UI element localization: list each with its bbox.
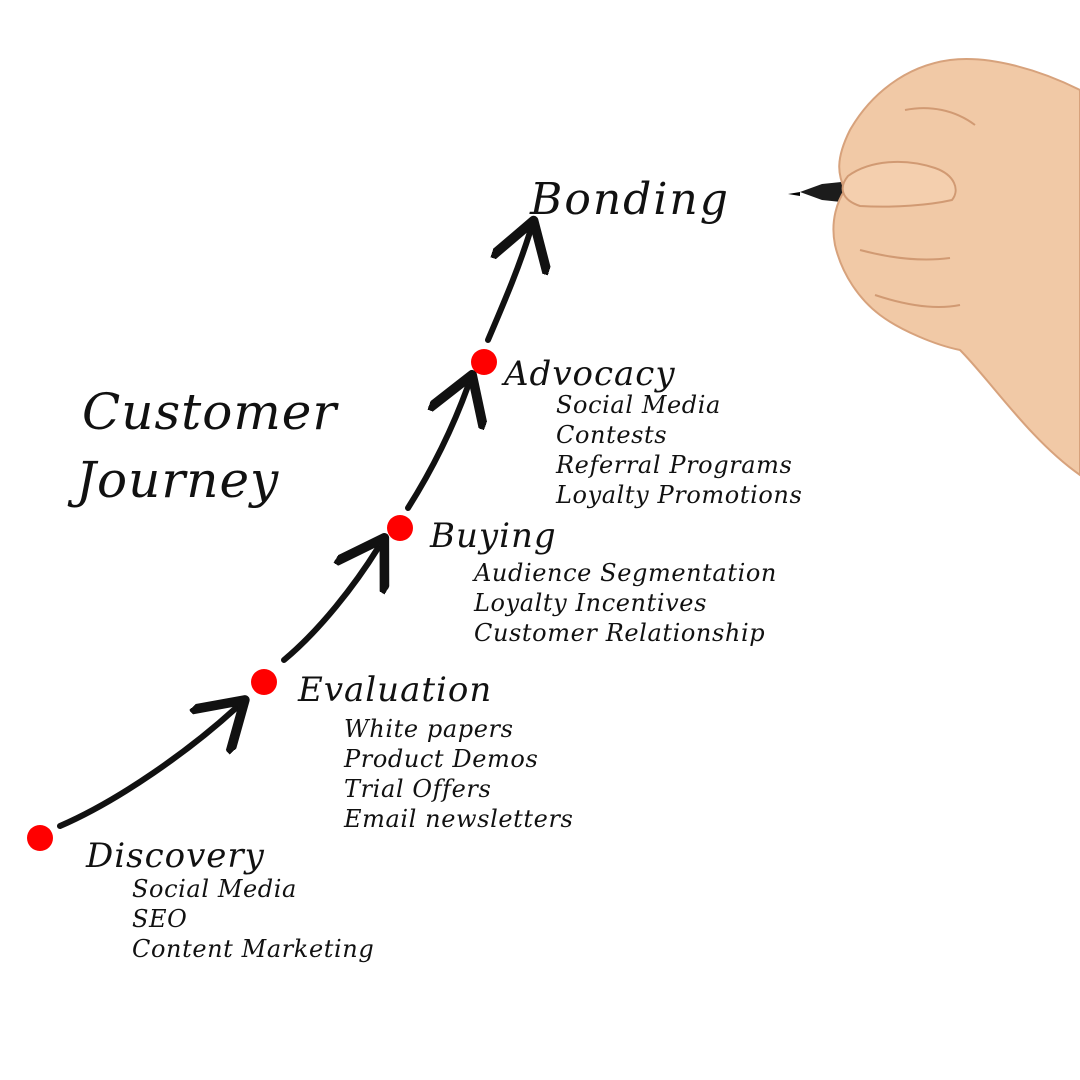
stage-item: Referral Programs <box>556 451 793 479</box>
stage-name-evaluation: Evaluation <box>298 670 493 710</box>
stage-name-buying: Buying <box>430 516 557 556</box>
stage-name-advocacy: Advocacy <box>504 354 676 394</box>
stage-item: Social Media <box>132 875 297 903</box>
stage-item: SEO <box>132 905 188 933</box>
stage-items-discovery: Social Media SEO Content Marketing <box>132 874 374 964</box>
arrow-evaluation-to-buying <box>281 548 378 663</box>
title-line-2: Journey <box>76 451 280 509</box>
stage-marker-buying <box>387 515 413 541</box>
goal-label: Bonding <box>530 174 730 225</box>
stage-items-advocacy: Social Media Contests Referral Programs … <box>556 390 802 510</box>
stage-item: Contests <box>556 421 668 449</box>
stage-marker-advocacy <box>471 349 497 375</box>
arrow-advocacy-to-bonding <box>485 232 530 343</box>
stage-items-buying: Audience Segmentation Loyalty Incentives… <box>474 558 777 648</box>
stage-item: Email newsletters <box>344 805 574 833</box>
stage-item: Social Media <box>556 391 721 419</box>
stage-item: Trial Offers <box>344 775 492 803</box>
stage-marker-discovery <box>27 825 53 851</box>
stage-items-evaluation: White papers Product Demos Trial Offers … <box>344 714 573 834</box>
stage-marker-evaluation <box>251 669 277 695</box>
stage-item: Customer Relationship <box>474 619 766 647</box>
stage-item: Loyalty Incentives <box>474 589 707 617</box>
stage-item: White papers <box>344 715 514 743</box>
stage-item: Content Marketing <box>132 935 375 963</box>
stage-name-discovery: Discovery <box>86 836 265 876</box>
stage-item: Loyalty Promotions <box>556 481 803 509</box>
title-line-1: Customer <box>82 383 338 441</box>
stage-item: Audience Segmentation <box>474 559 777 587</box>
arrow-buying-to-advocacy <box>405 386 468 511</box>
stage-item: Product Demos <box>344 745 539 773</box>
arrow-discovery-to-evaluation <box>57 708 236 829</box>
hand-holding-marker-icon <box>788 58 1080 477</box>
diagram-title: Customer Journey <box>76 378 338 514</box>
